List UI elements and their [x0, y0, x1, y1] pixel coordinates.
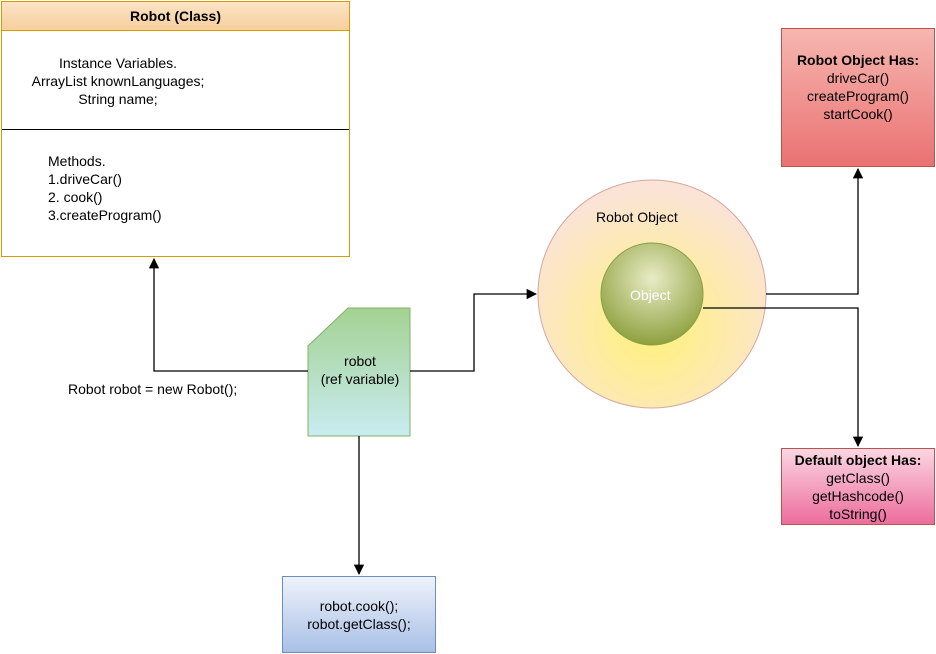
has-item: startCook(): [823, 106, 893, 122]
default-item: getClass(): [826, 470, 890, 486]
assignment-statement: Robot robot = new Robot();: [68, 381, 238, 397]
default-title: Default object Has:: [794, 452, 922, 468]
default-item: getHashcode(): [812, 488, 904, 504]
vars-heading: Instance Variables.: [58, 55, 178, 71]
methods-list: Methods. 1.driveCar() 2. cook() 3.create…: [48, 152, 162, 224]
connector-object-to-has: [766, 167, 864, 295]
object-inner-circle: [600, 242, 704, 346]
method-item: 3.createProgram(): [48, 207, 162, 223]
robot-object-has-box: Robot Object Has: driveCar() createProgr…: [781, 28, 935, 167]
robot-object-label: Robot Object: [596, 209, 678, 225]
methods-heading: Methods.: [48, 153, 106, 169]
method-item: 2. cook(): [48, 189, 103, 205]
has-title: Robot Object Has:: [796, 52, 920, 68]
call-item: robot.getClass();: [307, 615, 411, 632]
var-item: String name;: [78, 91, 158, 107]
robot-class-box: Robot (Class) Instance Variables. ArrayL…: [1, 1, 350, 257]
method-calls-box: robot.cook(); robot.getClass();: [282, 576, 436, 653]
call-item: robot.cook();: [319, 597, 399, 614]
default-item: toString(): [829, 506, 887, 522]
instance-variables: Instance Variables. ArrayList knownLangu…: [2, 54, 234, 108]
ref-variable-name: robot: [344, 353, 376, 369]
var-item: ArrayList knownLanguages;: [31, 73, 205, 89]
has-item: createProgram(): [807, 88, 909, 104]
default-object-has-box: Default object Has: getClass() getHashco…: [781, 448, 935, 525]
object-label: Object: [630, 287, 671, 303]
connector-ref-to-object: [410, 288, 538, 372]
connector-ref-to-class: [148, 257, 308, 372]
connector-object-to-default: [703, 307, 864, 448]
class-divider: [2, 129, 349, 130]
ref-variable-label: robot (ref variable): [320, 352, 400, 388]
method-item: 1.driveCar(): [48, 171, 122, 187]
has-item: driveCar(): [826, 70, 890, 86]
ref-variable-type: (ref variable): [320, 371, 400, 387]
class-title: Robot (Class): [2, 2, 349, 31]
